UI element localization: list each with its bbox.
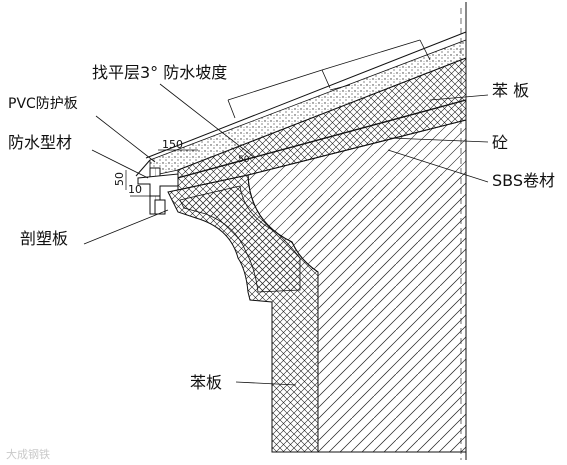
cornice-profile — [179, 185, 301, 293]
concrete-core-band — [289, 170, 466, 452]
slope-break-lines — [227, 39, 431, 119]
leader-wood-board-top — [429, 94, 489, 101]
roof-top-line — [145, 31, 467, 159]
leader-pvc-board — [95, 115, 156, 163]
eave-block — [154, 199, 166, 215]
watermark: 大成钢铁 — [6, 447, 50, 461]
label-waterproof-profile: 防水型材 — [8, 133, 72, 152]
dim-small-text: 50 — [238, 155, 250, 165]
dim-50-text: 50 — [113, 172, 126, 186]
leader-waterproof-profile — [91, 149, 149, 179]
leader-leveling-layer — [159, 83, 256, 159]
sbs-membrane-line — [169, 99, 467, 181]
dim-10-text: 10 — [128, 183, 142, 196]
leader-sculpted-board — [83, 209, 169, 245]
label-wood-board-bottom: 苯板 — [190, 373, 222, 392]
label-pvc-board: PVC防护板 — [8, 96, 78, 112]
waterproof-profile — [137, 173, 179, 197]
label-sculpted-board: 剖塑板 — [20, 229, 68, 248]
dim-150-text: 150 — [162, 138, 183, 151]
leader-wood-board-bottom — [235, 381, 297, 386]
roof-dimension-line — [329, 84, 351, 91]
label-concrete: 砼 — [492, 133, 508, 152]
label-leveling-layer: 找平层3° 防水坡度 — [92, 63, 227, 82]
leader-sbs — [387, 149, 489, 183]
label-wood-board-top: 苯 板 — [492, 81, 529, 100]
leader-concrete — [389, 137, 489, 143]
drip-edge — [135, 159, 151, 177]
label-sbs: SBS卷材 — [492, 171, 555, 190]
